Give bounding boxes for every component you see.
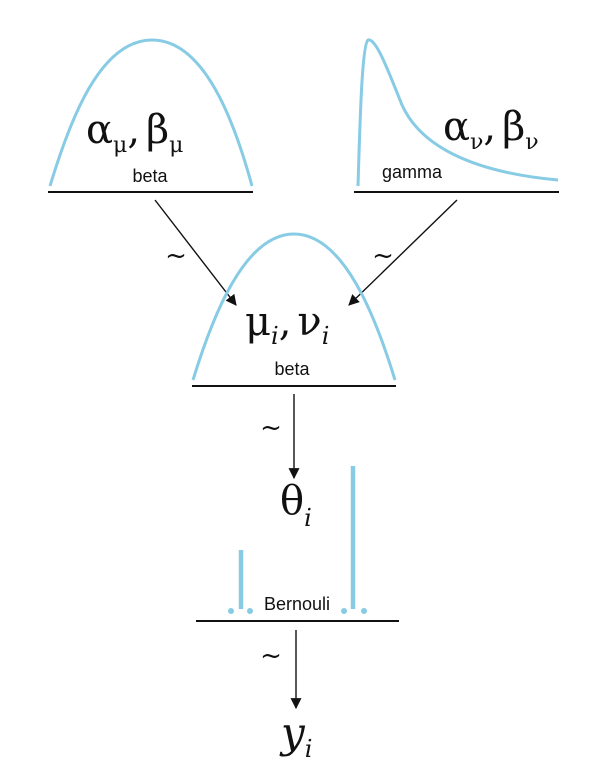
comma: , [483,104,496,150]
dist-label-bernoulli: Bernouli [264,594,330,614]
comma: , [279,299,292,345]
node-bernoulli: Bernouli [196,466,399,622]
svg-text:μi,νi: μi,νi [245,299,329,350]
param-alpha-subscript: ν [470,130,483,155]
param-alpha-subscript: μ [113,133,127,158]
y-symbol: y [279,708,306,757]
node-top-right-gamma: αν,βν gamma [354,38,559,193]
dist-label-beta: beta [274,359,310,379]
param-mu: μ [245,299,271,345]
tilde-y: ~ [260,641,282,671]
theta-symbol: θ [280,478,304,524]
node-middle-beta: μi,νi beta [191,232,397,387]
beta-curve-icon [191,232,397,381]
theta-subscript: i [304,504,312,532]
param-alpha: α [443,104,470,150]
dot-icon [341,608,347,614]
node-top-left-beta: αμ,βμ beta [48,38,254,193]
arrow-top-left-to-middle [154,199,237,306]
dist-label-gamma: gamma [382,162,443,182]
dist-label-beta: beta [132,166,168,186]
param-nu-subscript: i [322,322,330,350]
tilde-theta: ~ [260,413,282,443]
svg-text:αν,βν: αν,βν [443,104,539,155]
comma: , [127,107,140,153]
tilde-right: ~ [372,241,394,271]
param-beta-subscript: ν [525,130,538,155]
tilde-left: ~ [165,241,187,271]
svg-text:αμ,βμ: αμ,βμ [86,107,183,158]
param-nu: ν [297,299,321,345]
dot-icon [247,608,253,614]
theta-label: θi [280,478,312,532]
dot-icon [361,608,367,614]
param-alpha: α [86,107,113,153]
y-label: yi [279,708,312,763]
dot-icon [228,608,234,614]
param-mu-subscript: i [271,322,279,350]
arrow-top-right-to-middle [348,199,458,306]
gamma-curve-icon [356,38,559,187]
beta-curve-icon [48,38,254,187]
param-beta-subscript: μ [169,133,183,158]
param-beta: β [502,104,525,150]
y-subscript: i [305,735,313,763]
param-beta: β [146,107,169,153]
